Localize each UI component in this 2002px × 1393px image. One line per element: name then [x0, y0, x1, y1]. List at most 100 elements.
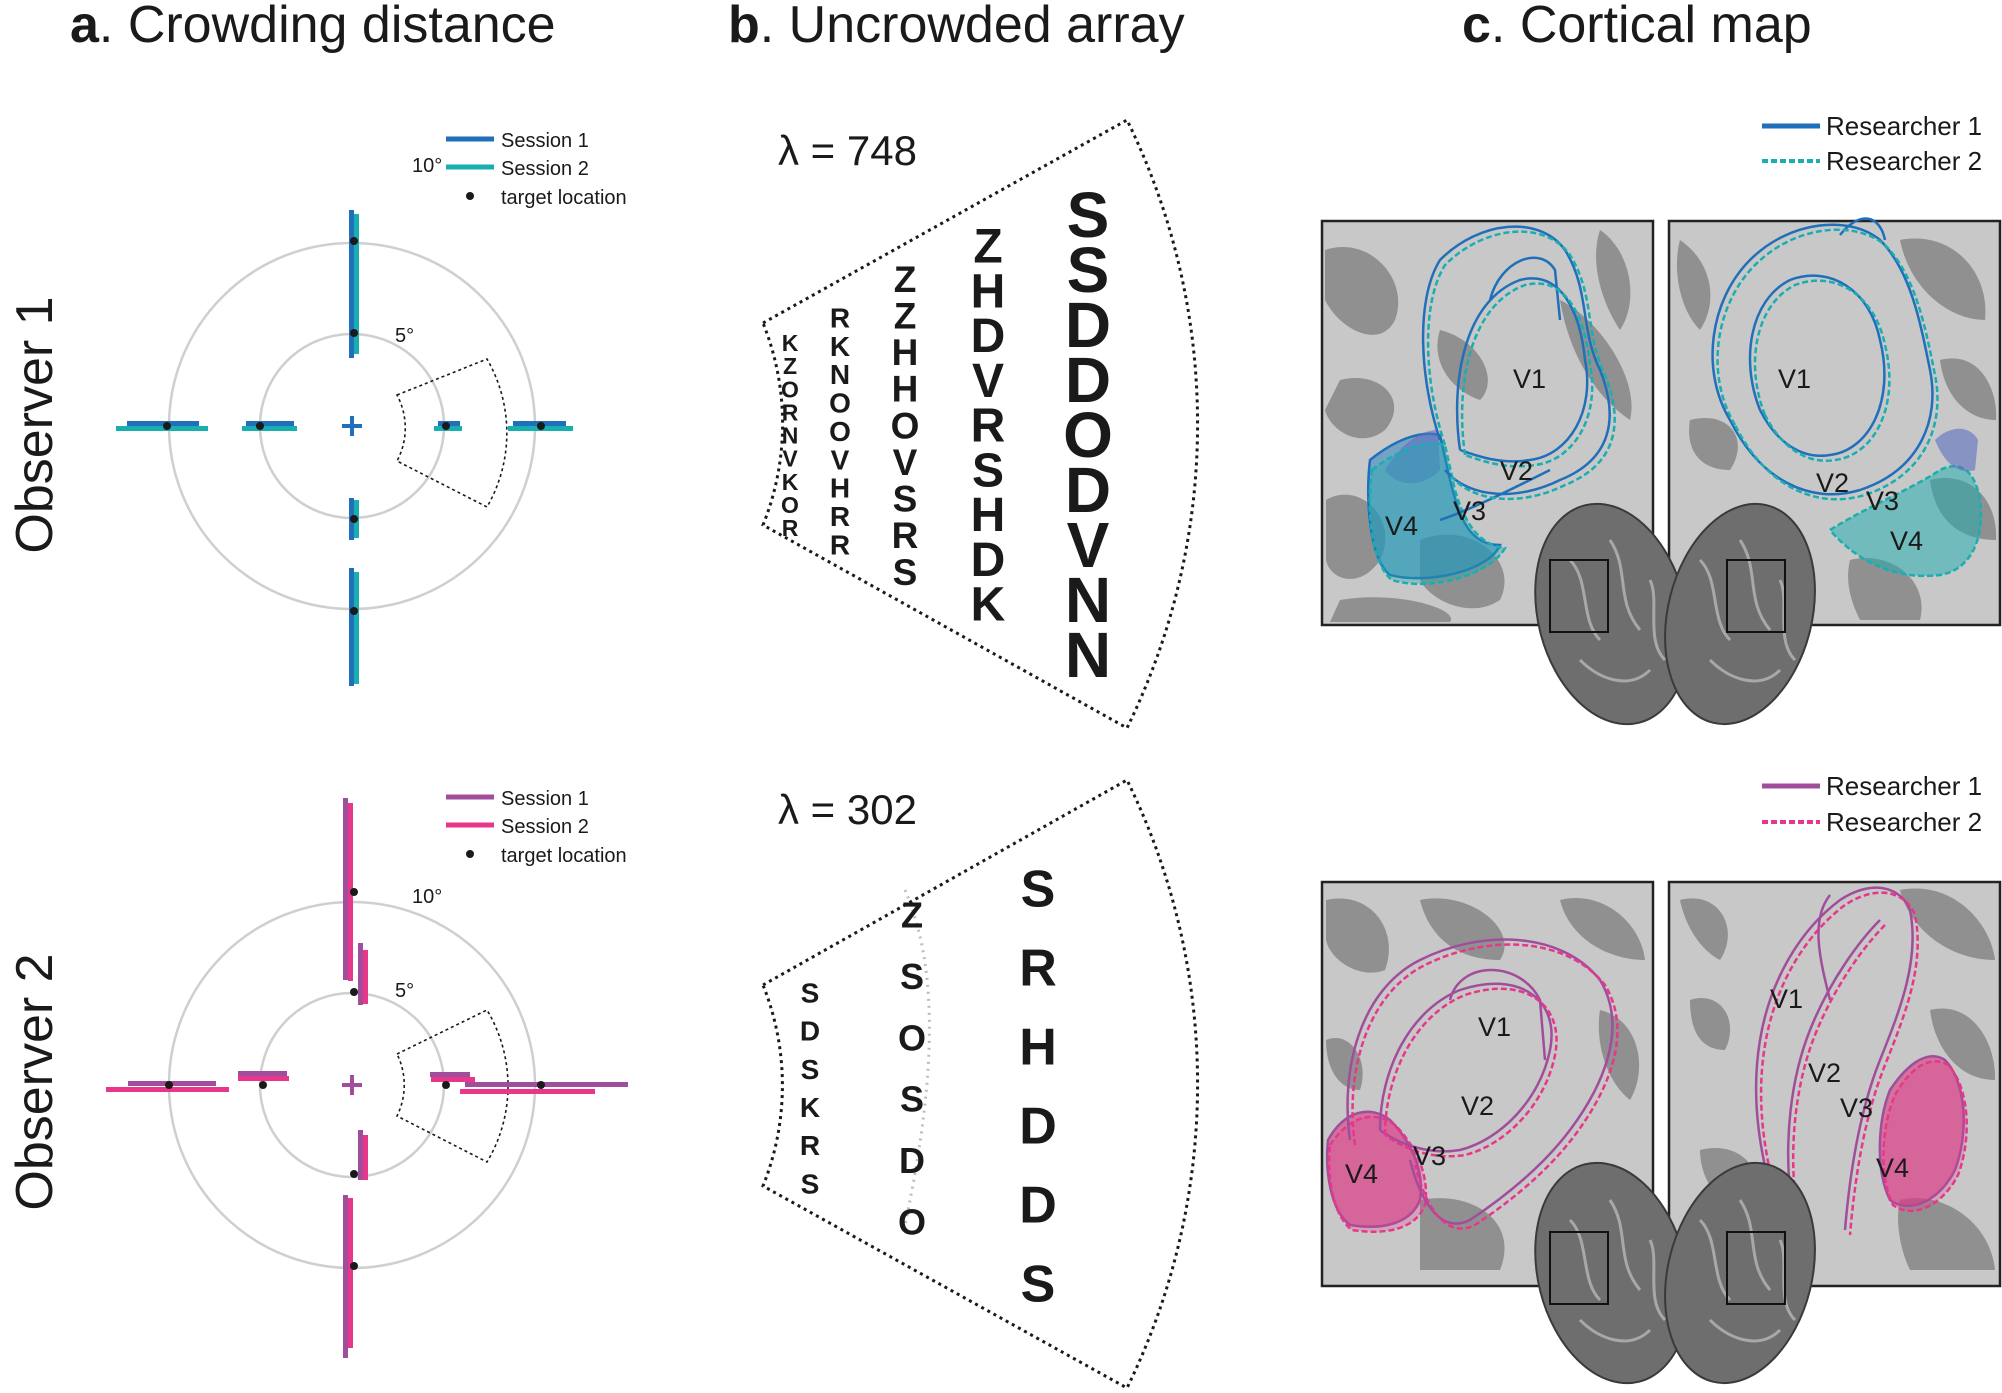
bar-left-inner — [246, 421, 294, 426]
area-label-v1: V1 — [1770, 984, 1803, 1014]
area-label-v4: V4 — [1876, 1153, 1909, 1183]
array-letter: V — [893, 442, 918, 483]
v1-v2-v3-boundaries-researcher-2 — [1351, 943, 1619, 1230]
ring-label-10deg: 10° — [412, 886, 442, 908]
area-label-v4: V4 — [1345, 1159, 1378, 1189]
array-letter: N — [782, 423, 799, 449]
array-letter: S — [893, 552, 918, 593]
array-letter: R — [830, 302, 850, 333]
array-outline — [761, 117, 1199, 731]
array-letter: O — [898, 1017, 926, 1058]
v4-fill — [1828, 465, 1983, 578]
array-letter: S — [900, 956, 924, 997]
array-letter: H — [830, 473, 850, 504]
array-letter: D — [899, 1140, 925, 1181]
target-dot — [537, 1081, 545, 1089]
area-label-v2: V2 — [1500, 456, 1533, 486]
array-letter: K — [800, 1092, 820, 1123]
array-letter: S — [972, 444, 1004, 497]
array-letter: R — [892, 515, 919, 556]
target-location-dots — [163, 237, 545, 615]
lambda-label: λ = 302 — [778, 786, 917, 833]
bar-bottom-inner — [363, 1135, 368, 1180]
legend-label-researcher-2: Researcher 2 — [1826, 807, 1982, 837]
area-label-v3: V3 — [1866, 486, 1899, 516]
bar-right-inner — [431, 1077, 475, 1082]
array-letter: K — [971, 579, 1006, 632]
area-label-v1: V1 — [1513, 364, 1546, 394]
bar-top-outer — [349, 210, 354, 324]
target-dot — [350, 1170, 358, 1178]
v4-researcher-2 — [1882, 1060, 1968, 1213]
v1-v2-v3-boundaries — [1754, 886, 1914, 1231]
bar-top-outer — [343, 798, 348, 980]
legend-label-session-2: Session 2 — [501, 816, 589, 838]
v1-v2-v3-boundaries — [1421, 225, 1611, 522]
area-label-v2: V2 — [1816, 468, 1849, 498]
v1-v2-v3-boundaries-researcher-2 — [1426, 230, 1616, 501]
array-letter: R — [830, 529, 850, 560]
array-letter: D — [971, 534, 1006, 587]
bar-top-inner — [363, 950, 368, 1004]
session-1-bars — [127, 210, 566, 686]
legend: Session 1 Session 2 target location — [446, 130, 627, 209]
array-letter: K — [782, 469, 799, 495]
bar-top-outer — [354, 214, 359, 322]
array-letter: O — [891, 405, 920, 446]
brain-gyri — [1568, 1199, 1797, 1343]
brain-right-hemisphere — [1664, 502, 1816, 726]
legend-label-researcher-2: Researcher 2 — [1826, 146, 1982, 176]
target-dot — [350, 237, 358, 245]
v4-researcher-2 — [1368, 442, 1507, 586]
array-letter: D — [971, 310, 1006, 363]
array-letter: S — [900, 1079, 924, 1120]
legend: Session 1 Session 2 target location — [446, 788, 627, 867]
panel-title-b: b. Uncrowded array — [728, 0, 1185, 54]
lambda-symbol: λ — [778, 127, 799, 174]
array-letter: O — [829, 388, 851, 419]
brain-right-hemisphere — [1664, 1161, 1816, 1385]
bar-bottom-outer — [354, 572, 359, 684]
v1-v2-v3-boundaries-researcher-2 — [1759, 891, 1919, 1236]
target-dot — [256, 422, 264, 430]
bar-left-inner — [242, 426, 297, 431]
array-letter: D — [1065, 344, 1111, 416]
array-letter: R — [782, 515, 799, 541]
cortical-map-observer-2: Researcher 1 Researcher 2 V1 V2 V3 V4 — [1320, 771, 2002, 1385]
legend: Researcher 1 Researcher 2 — [1762, 771, 1982, 837]
array-letter: N — [1065, 564, 1111, 636]
array-letter: D — [1019, 1098, 1057, 1156]
row-label-observer-2: Observer 2 — [6, 953, 64, 1210]
area-label-v1: V1 — [1778, 364, 1811, 394]
array-letter: S — [893, 479, 918, 520]
target-dot — [259, 1081, 267, 1089]
panel-title-a-text: . Crowding distance — [99, 0, 556, 54]
legend-label-target: target location — [501, 187, 627, 209]
lambda-value: = 748 — [811, 127, 917, 174]
session-1-bars — [128, 798, 628, 1358]
legend-label-researcher-1: Researcher 1 — [1826, 111, 1982, 141]
array-letter: V — [831, 444, 850, 475]
legend: Researcher 1 Researcher 2 — [1762, 111, 1982, 176]
fixation-cross — [342, 416, 362, 436]
uncrowded-array-outline — [395, 1008, 509, 1164]
array-letter: N — [830, 359, 850, 390]
array-letter: V — [1067, 509, 1110, 581]
target-dot — [350, 1262, 358, 1270]
v1-v2-v3-boundaries — [1346, 938, 1614, 1225]
legend-label-target: target location — [501, 845, 627, 867]
bar-bottom-outer — [343, 1195, 348, 1358]
array-letter: Z — [894, 259, 917, 300]
array-letter: N — [1065, 619, 1111, 691]
array-letter: V — [972, 355, 1004, 408]
panel-letter-c: c — [1462, 0, 1491, 54]
inflated-brain-thumbnail — [1534, 1161, 1816, 1385]
cortical-map-observer-1: Researcher 1 Researcher 2 V1 V2 — [1320, 111, 2002, 726]
target-dot — [537, 422, 545, 430]
brain-roi-box — [1549, 1231, 1609, 1305]
array-letter: S — [801, 1168, 820, 1199]
fixation-cross — [342, 1075, 362, 1095]
inflated-brain-thumbnail — [1534, 502, 1816, 726]
array-letter: O — [781, 376, 799, 402]
